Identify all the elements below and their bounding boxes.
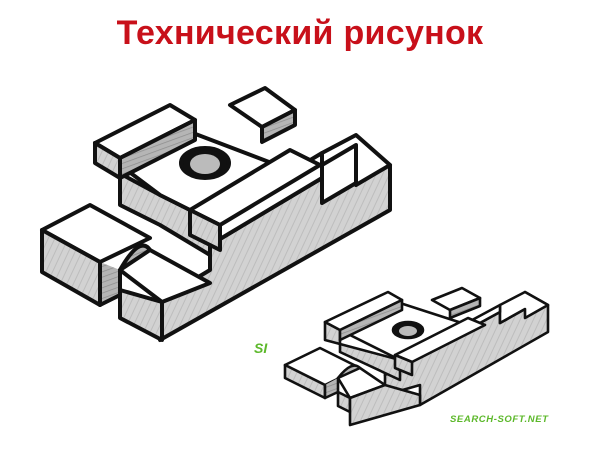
rail-right-front [188,208,222,252]
small-right-step-top [498,290,550,325]
watermark-site: SEARCH-SOFT.NET [450,414,549,425]
watermark-logo: SI [254,340,268,356]
right-block-front [118,288,164,342]
page-title: Технический рисунок [116,14,484,52]
small-rail-side [338,298,404,342]
small-technical-drawing [283,286,550,427]
hole-inner [190,154,220,174]
small-rail-right-front [393,353,414,377]
small-back-block-side [448,296,482,320]
rail-end [93,141,122,180]
small-hole-inner [399,326,417,336]
back-block-side [260,108,297,144]
right-block-top [118,248,212,304]
large-technical-drawing [40,86,392,342]
small-bottom-front [348,383,422,427]
